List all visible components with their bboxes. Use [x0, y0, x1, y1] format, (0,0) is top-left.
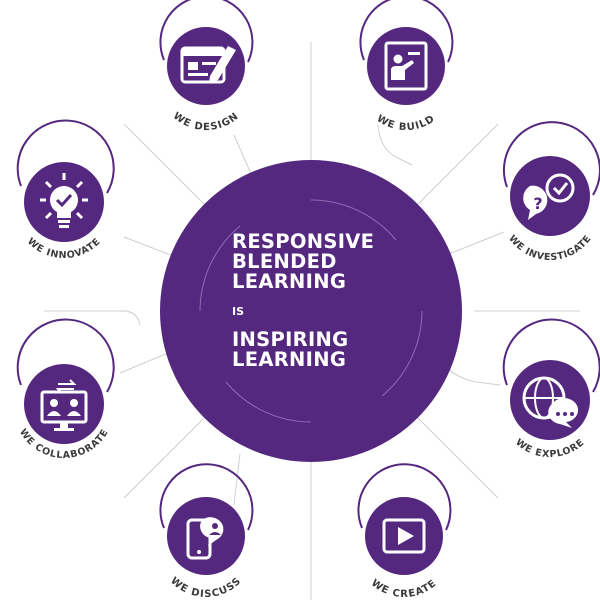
spoke-design — [233, 134, 253, 177]
node-we-design: WE DESIGN — [159, 0, 254, 134]
center-statement: RESPONSIVE BLENDED LEARNING IS INSPIRING… — [232, 232, 422, 370]
create-play-button-icon — [382, 518, 426, 554]
center-connector: IS — [232, 305, 245, 318]
center-headline: RESPONSIVE BLENDED LEARNING — [232, 232, 422, 292]
node-label: WE DISCUSS — [168, 575, 244, 600]
center-subline-line: INSPIRING — [232, 328, 349, 351]
node-we-collaborate: WE COLLABORATE — [16, 318, 115, 461]
center-inner-arcs — [199, 199, 423, 423]
collaborate-monitor-people-icon — [40, 379, 88, 431]
spoke-discuss — [233, 453, 241, 506]
node-we-innovate: WE INNOVATE — [16, 119, 115, 261]
build-presenter-board-icon — [384, 41, 428, 91]
node-label: WE BUILD — [375, 113, 438, 133]
node-label: WE INVESTIGATE — [506, 233, 594, 263]
spoke-explore — [445, 365, 501, 386]
discuss-phone-chat-icon — [186, 517, 224, 560]
investigate-chat-checkmark-icon: ? — [523, 173, 575, 220]
innovate-lightbulb-icon — [40, 173, 88, 228]
svg-text:?: ? — [533, 194, 542, 213]
node-label: WE CREATE — [369, 578, 439, 600]
center-headline-line: LEARNING — [232, 270, 347, 293]
node-we-investigate: ? WE INVESTIGATE — [502, 121, 600, 263]
center-subline-line: LEARNING — [232, 348, 347, 371]
node-we-explore: WE EXPLORE — [502, 318, 600, 460]
center-subline: INSPIRING LEARNING — [232, 330, 422, 370]
node-we-build: WE BUILD — [359, 0, 454, 133]
node-label: WE EXPLORE — [513, 437, 586, 460]
node-we-create: WE CREATE — [357, 463, 452, 600]
spoke-collaborate — [119, 352, 169, 374]
node-we-discuss: WE DISCUSS — [159, 463, 254, 600]
center-circle — [160, 160, 462, 462]
spoke-innovate — [123, 236, 177, 258]
design-window-pencil-icon — [180, 46, 236, 84]
spoke-build — [377, 124, 413, 166]
explore-globe-chat-icon — [522, 376, 579, 428]
center-headline-line: RESPONSIVE — [232, 230, 375, 253]
node-label: WE DESIGN — [171, 111, 241, 134]
line-left — [44, 310, 141, 326]
center-headline-line: BLENDED — [232, 250, 337, 273]
